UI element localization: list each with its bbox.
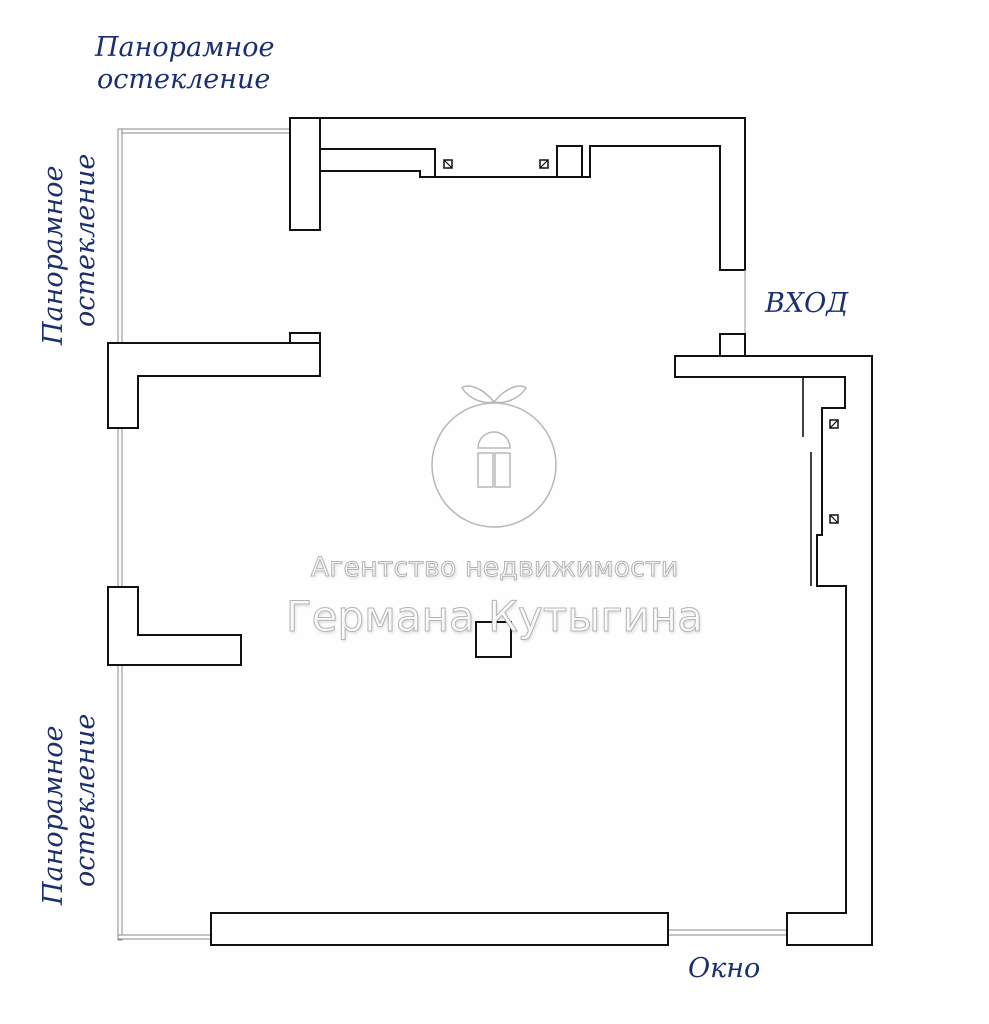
vent-shaft-icon (539, 159, 549, 169)
bottom-window (667, 929, 788, 936)
vent-shaft-icon (829, 514, 839, 524)
left-upper-glazing-label: Панорамное остекление (38, 154, 102, 345)
label-line: Панорамное (38, 165, 69, 345)
label-line: остекление (70, 713, 101, 887)
label-line: остекление (70, 153, 101, 327)
entrance-label: ВХОД (765, 288, 849, 319)
agency-logo (431, 385, 557, 528)
top-niche-box (556, 145, 583, 178)
window-label: Окно (688, 953, 761, 984)
left-lower-panoramic-glazing (117, 664, 123, 941)
entrance-pillar (719, 333, 746, 357)
vent-shaft-icon (829, 419, 839, 429)
left-upper-wall (107, 342, 321, 429)
bottom-wall (210, 912, 669, 946)
left-lower-glazing-label: Панорамное остекление (38, 714, 102, 905)
top-cabinet (319, 148, 436, 178)
left-lower-wall (107, 586, 242, 666)
watermark-line1: Агентство недвижимости (310, 552, 679, 584)
label-line: Панорамное (38, 725, 69, 905)
left-upper-panoramic-glazing (117, 128, 123, 344)
label-line: Панорамное (95, 32, 275, 63)
top-wall (319, 117, 746, 271)
central-column (475, 621, 512, 658)
right-wall (674, 355, 873, 946)
left-small-pillar (289, 332, 321, 344)
bottom-left-glazing (117, 934, 212, 940)
top-glazing-label: Панорамное остекление (95, 32, 274, 96)
top-left-pillar (289, 117, 321, 231)
label-line: остекление (97, 64, 271, 95)
vent-shaft-icon (443, 159, 453, 169)
top-panoramic-glazing (117, 128, 291, 134)
watermark-line2: Германа Кутыгина (286, 592, 704, 642)
